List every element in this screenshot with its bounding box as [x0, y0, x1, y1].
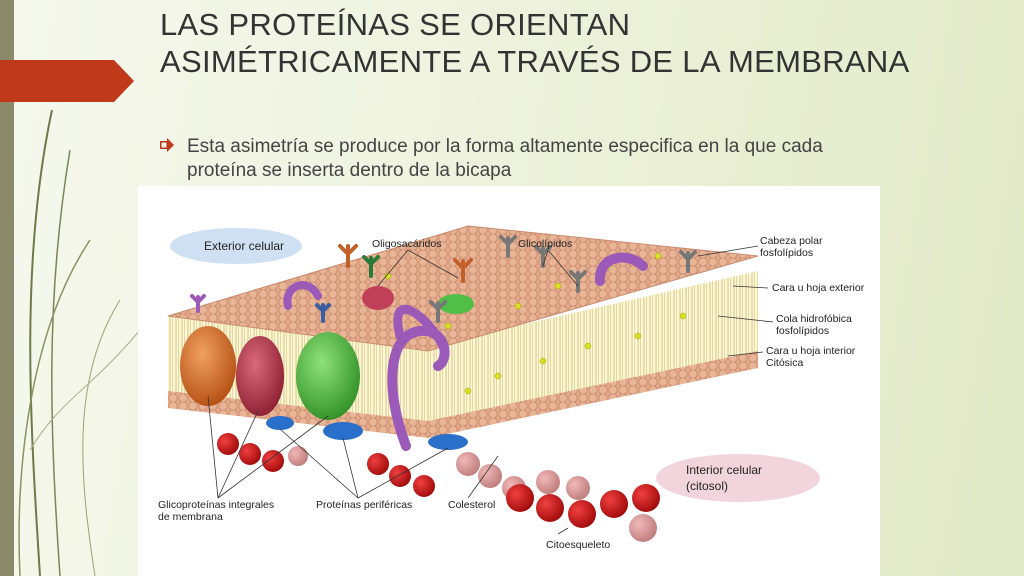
label-glicolipidos: Glicolípidos	[518, 238, 572, 250]
label-cara-exterior: Cara u hoja exterior	[772, 282, 865, 294]
title-arrow-shape	[0, 60, 134, 102]
label-colesterol: Colesterol	[448, 499, 495, 511]
label-glicoproteinas-2: de membrana	[158, 511, 223, 523]
label-cara-interior-1: Cara u hoja interior	[766, 345, 856, 357]
label-cabeza-polar-1: Cabeza polar	[760, 235, 823, 247]
label-cabeza-polar-2: fosfolípidos	[760, 247, 813, 259]
label-cara-interior-2: Citósica	[766, 357, 804, 369]
exterior-bubble: Exterior celular	[170, 228, 302, 264]
bilayer-side-tails	[428, 271, 758, 426]
cholesterol-dots	[384, 252, 687, 395]
interior-bubble: Interior celular (citosol)	[656, 454, 820, 502]
peripheral-protein-blue-2	[266, 416, 294, 430]
slide-title: LAS PROTEÍNAS SE ORIENTAN ASIMÉTRICAMENT…	[160, 7, 910, 79]
integral-protein-green	[296, 332, 360, 420]
bullet-text: Esta asimetría se produce por la forma a…	[187, 136, 823, 181]
bilayer-bottom-side-heads	[428, 351, 758, 438]
bilayer-bottom-front-heads	[168, 391, 428, 438]
left-strip	[0, 0, 14, 576]
label-oligosacaridos: Oligosacáridos	[372, 238, 441, 250]
exterior-label: Exterior celular	[204, 239, 284, 253]
leader-lines	[207, 245, 774, 535]
integral-protein-green-top	[438, 294, 474, 314]
integral-protein-orange	[180, 326, 236, 406]
interior-label-line2: (citosol)	[686, 479, 728, 493]
label-perifericas: Proteínas periféricas	[316, 499, 412, 511]
bullet-arrow-icon	[160, 138, 174, 152]
purple-protein-loop-3	[595, 252, 648, 286]
glycan-chains	[190, 235, 697, 323]
cytoskeleton-beads	[217, 433, 660, 542]
purple-protein-loop-4	[283, 281, 322, 310]
label-citoesqueleto: Citoesqueleto	[546, 539, 610, 551]
membrane-illustration: Exterior celular	[158, 225, 865, 551]
integral-protein-red	[236, 336, 284, 416]
peripheral-protein-blue-1	[323, 422, 363, 440]
label-cola-1: Cola hidrofóbica	[776, 313, 852, 325]
bullet-item: Esta asimetría se produce por la forma a…	[160, 135, 880, 183]
decorative-lines	[18, 109, 141, 576]
purple-protein-loop-2	[387, 325, 450, 451]
label-cola-2: fosfolípidos	[776, 325, 829, 337]
peripheral-protein-blue-3	[428, 434, 468, 450]
integral-protein-pink-top	[362, 286, 394, 310]
interior-label-line1: Interior celular	[686, 463, 762, 477]
label-glicoproteinas-1: Glicoproteínas integrales	[158, 499, 274, 511]
membrane-figure: Exterior celular	[138, 186, 880, 576]
